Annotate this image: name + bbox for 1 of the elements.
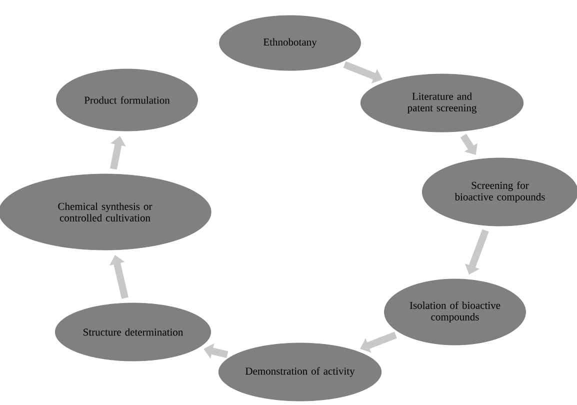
block-arrow [460, 134, 478, 155]
